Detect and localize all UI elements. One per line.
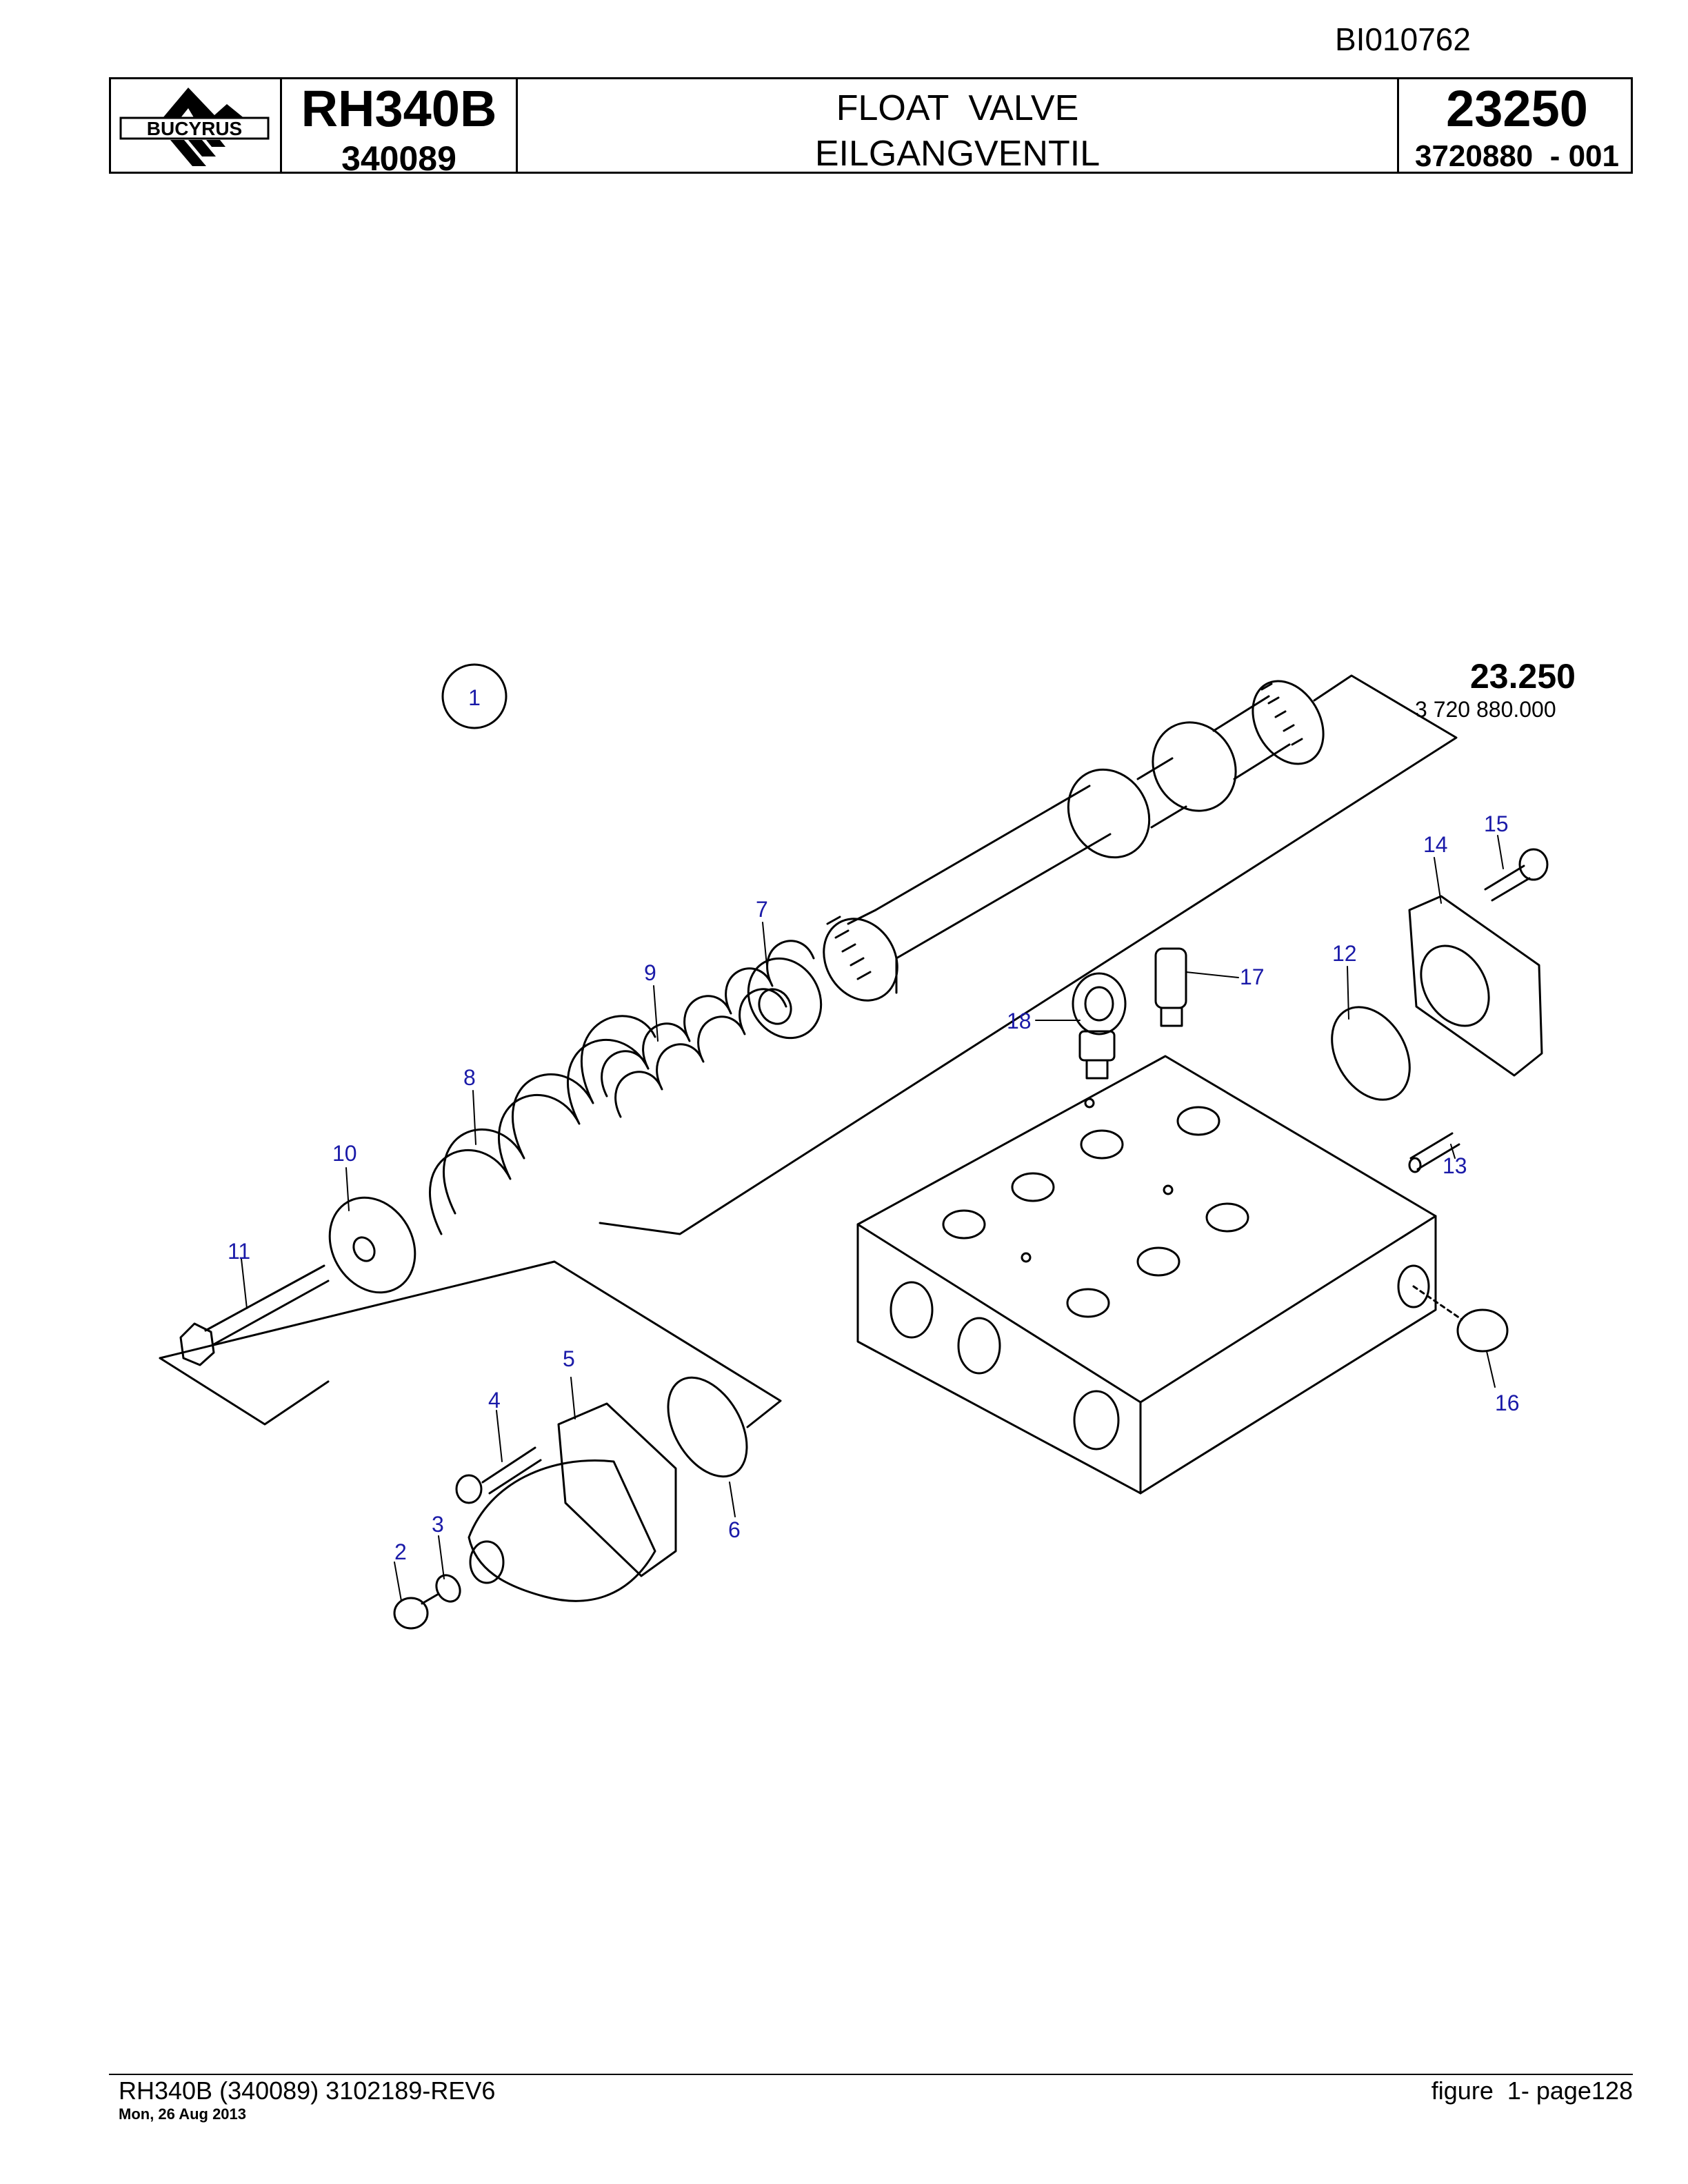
callout-13: 13 (1443, 1153, 1467, 1178)
spring-seat-7 (747, 957, 823, 1040)
valve-block (856, 1055, 1437, 1495)
callout-14: 14 (1423, 832, 1448, 857)
callout-10: 10 (332, 1141, 357, 1166)
footer-date: Mon, 26 Aug 2013 (119, 2105, 247, 2123)
seal-ring-3 (435, 1574, 461, 1603)
bucyrus-logo: BUCYRUS (119, 88, 270, 166)
screw-4 (455, 1446, 542, 1504)
callout-6: 6 (728, 1517, 741, 1542)
document-id: BI010762 (1335, 21, 1471, 57)
figure-marker-number: 1 (468, 685, 481, 710)
part-reference: 3720880 - 001 (1414, 139, 1620, 173)
footer-document-reference: RH340B (340089) 3102189-REV6 (119, 2076, 496, 2105)
model-cell: RH340B 340089 (282, 79, 518, 176)
callout-2: 2 (394, 1539, 407, 1564)
model-name: RH340B (301, 80, 497, 137)
callout-9: 9 (644, 960, 656, 985)
outer-spring-8 (429, 1038, 650, 1235)
lower-outline (159, 1260, 782, 1428)
end-cap-5 (468, 1402, 677, 1602)
callout-7: 7 (756, 897, 768, 922)
valve-spool (823, 680, 1325, 1002)
footer-page: figure 1- page128 (1431, 2076, 1633, 2105)
eye-bolt-18 (1072, 972, 1127, 1080)
logo-cell: BUCYRUS (111, 79, 282, 172)
callout-8: 8 (463, 1065, 476, 1090)
plug-16 (1456, 1308, 1509, 1353)
title-cell: FLOAT VALVE EILGANGVENTIL (518, 79, 1399, 172)
serial-number: 340089 (341, 139, 456, 178)
callout-5: 5 (563, 1346, 575, 1371)
o-ring-6 (667, 1376, 748, 1478)
cover-14 (1408, 895, 1543, 1077)
screw-15 (1484, 848, 1549, 902)
title-english: FLOAT VALVE (836, 88, 1079, 128)
assembly-part-number: 3 720 880.000 (1415, 697, 1556, 722)
callout-16: 16 (1495, 1391, 1520, 1415)
group-number: 23250 (1446, 80, 1588, 137)
title-german: EILGANGVENTIL (814, 134, 1101, 174)
callout-15: 15 (1484, 811, 1509, 836)
spring-plate-10 (328, 1196, 416, 1294)
callout-18: 18 (1007, 1009, 1032, 1033)
o-ring-12 (1331, 1006, 1411, 1101)
group-cell: 23250 3720880 - 001 (1399, 79, 1635, 172)
footer-divider (109, 2074, 1633, 2075)
logo-text: BUCYRUS (147, 118, 242, 139)
title-block: BUCYRUS RH340B 340089 FLOAT VALVE EILGAN… (109, 77, 1635, 176)
assembly-outline (599, 674, 1458, 1235)
figure-marker-circle (441, 663, 508, 729)
fitting-17 (1154, 947, 1187, 1027)
callout-3: 3 (432, 1512, 444, 1537)
bolt-11 (179, 1264, 330, 1366)
callout-12: 12 (1332, 941, 1357, 966)
callout-17: 17 (1240, 964, 1265, 989)
assembly-number: 23.250 (1470, 657, 1576, 696)
callout-4: 4 (488, 1388, 501, 1413)
callout-11: 11 (228, 1239, 250, 1264)
plug-2 (393, 1597, 429, 1630)
